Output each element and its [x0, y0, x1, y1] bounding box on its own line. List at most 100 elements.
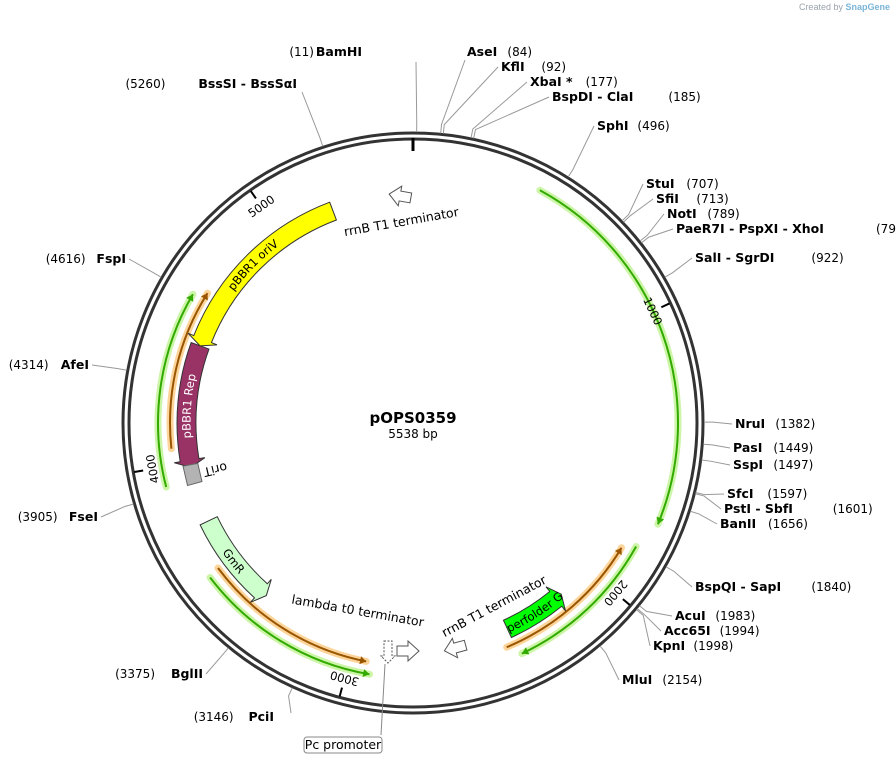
site-position: (922): [811, 251, 843, 265]
site-name: BspQI - SapI: [695, 579, 781, 594]
ruler-tick: [338, 687, 343, 697]
site-bspdi[interactable]: BspDI - ClaI (185): [473, 89, 701, 139]
site-leader-line: [442, 66, 499, 134]
site-leader-line: [205, 647, 229, 675]
site-leader-line: [639, 605, 673, 617]
site-position: (5260): [125, 77, 165, 91]
site-leader-line: [415, 61, 418, 133]
site-pcii[interactable]: PciI (3146): [194, 687, 293, 724]
site-bglii[interactable]: BglII(3375): [115, 647, 229, 681]
site-leader-line: [128, 258, 162, 278]
site-asei[interactable]: AseI(84): [440, 44, 532, 134]
plasmid-center-label: pOPS0359 5538 bp: [369, 409, 456, 441]
site-bamhi[interactable]: BamHI(11): [289, 44, 418, 133]
feature-label: oriT: [202, 460, 229, 480]
feature-pc-promoter[interactable]: Pc promoter: [303, 640, 397, 754]
site-leader-line: [301, 91, 324, 147]
feature-orit[interactable]: oriT: [182, 460, 229, 487]
site-leader-line: [701, 459, 731, 466]
site-banii[interactable]: BanII (1656): [690, 510, 808, 531]
site-leader-line: [665, 566, 693, 588]
site-name: BspDI - ClaI: [552, 89, 633, 104]
site-name: BglII: [171, 666, 203, 681]
site-name: PstI - SbfI: [724, 501, 793, 516]
site-leader-line: [567, 125, 595, 178]
site-position: (1656): [768, 517, 808, 531]
ruler-tick: [134, 469, 144, 474]
site-stui[interactable]: StuI (707): [621, 176, 719, 222]
site-name: PciI: [248, 709, 274, 724]
site-position: (789): [707, 207, 739, 221]
site-kfli[interactable]: KflI(92): [442, 59, 566, 134]
site-acc65i[interactable]: Acc65I(1994): [636, 608, 760, 638]
site-position: (4616): [46, 252, 86, 266]
site-bspqi[interactable]: BspQI - SapI(1840): [665, 566, 851, 594]
feature-label: pBBR1 oriV: [225, 237, 281, 294]
site-nrui[interactable]: NruI(1382): [703, 416, 815, 431]
site-position: (707): [686, 177, 718, 191]
site-acui[interactable]: AcuI (1983): [639, 605, 755, 623]
site-position: (1983): [715, 609, 755, 623]
site-name: BanII: [720, 516, 756, 531]
site-leader-line: [91, 364, 127, 371]
site-leader-line: [703, 443, 731, 449]
ruler-tick: [249, 190, 257, 200]
snapgene-logo: SnapGene: [845, 2, 890, 12]
site-name: SspI: [733, 457, 763, 472]
ruler-label: 5000: [245, 192, 277, 220]
site-name: BamHI: [316, 44, 362, 59]
feature-rrnb-t1-top[interactable]: rrnB T1 terminator: [343, 184, 461, 239]
site-leader-line: [641, 228, 674, 244]
site-name: PaeR7I - PspXI - XhoI: [676, 221, 824, 236]
feature-pbbr1-rep[interactable]: pBBR1 Rep: [174, 341, 210, 468]
site-name: StuI: [646, 176, 675, 191]
feature-label: lambda t0 terminator: [290, 592, 425, 630]
site-name: SfiI: [656, 191, 679, 206]
site-sfci[interactable]: SfcI(1597): [695, 486, 808, 501]
site-sphi[interactable]: SphI(496): [567, 118, 670, 178]
site-fspi[interactable]: FspI (4616): [46, 251, 162, 278]
site-leader-line: [690, 510, 718, 525]
site-afei[interactable]: AfeI(4314): [9, 357, 127, 372]
site-position: (185): [668, 90, 700, 104]
site-position: (84): [507, 45, 532, 59]
site-sspi[interactable]: SspI(1497): [701, 457, 814, 472]
site-name: NotI: [667, 206, 697, 221]
site-sfii[interactable]: SfiI(713): [623, 191, 729, 223]
site-position: (1994): [720, 624, 760, 638]
feature-superfolder-gfp[interactable]: superfolder GFP: [0, 0, 567, 639]
ruler-tick: [660, 302, 670, 309]
ruler-tick: [622, 598, 631, 606]
site-leader-line: [695, 491, 725, 496]
feature-lambda-t0[interactable]: lambda t0 terminator: [290, 592, 426, 663]
site-kpni[interactable]: KpnI (1998): [635, 609, 733, 653]
site-position: (3146): [194, 710, 234, 724]
site-paer7i[interactable]: PaeR7I - PspXI - XhoI(796): [641, 221, 896, 244]
site-psti[interactable]: PstI - SbfI(1601): [695, 493, 873, 516]
site-leader-line: [288, 687, 293, 714]
restriction-site-layer: BamHI(11)AseI(84)KflI(92)XbaI *(177)BspD…: [9, 44, 896, 724]
site-noti[interactable]: NotI (789): [639, 206, 740, 242]
orf-layer: [154, 186, 682, 678]
site-bsssi[interactable]: BssSI - BssSαI (5260): [125, 76, 324, 147]
site-name: KpnI: [653, 638, 685, 653]
site-name: PasI: [733, 440, 762, 455]
site-xbai[interactable]: XbaI *(177): [470, 74, 618, 138]
site-leader-line: [639, 213, 665, 242]
feature-label: Pc promoter: [305, 737, 382, 752]
site-fsei[interactable]: FseI(3905): [18, 503, 134, 524]
site-name: FspI: [96, 251, 126, 266]
orf-arrow: [503, 544, 625, 651]
site-leader-line: [703, 421, 733, 425]
site-position: (1998): [693, 639, 733, 653]
site-name: NruI: [735, 416, 765, 431]
site-name: FseI: [69, 509, 98, 524]
orf-arrow: [518, 543, 640, 658]
site-sali[interactable]: SalI - SgrDI(922): [664, 250, 844, 278]
site-name: BssSI - BssSαI: [198, 76, 297, 91]
site-position: (1597): [767, 487, 807, 501]
site-name: AcuI: [675, 608, 706, 623]
site-mlui[interactable]: MluI(2154): [599, 645, 702, 687]
site-position: (496): [637, 119, 669, 133]
site-pasi[interactable]: PasI(1449): [703, 440, 813, 455]
